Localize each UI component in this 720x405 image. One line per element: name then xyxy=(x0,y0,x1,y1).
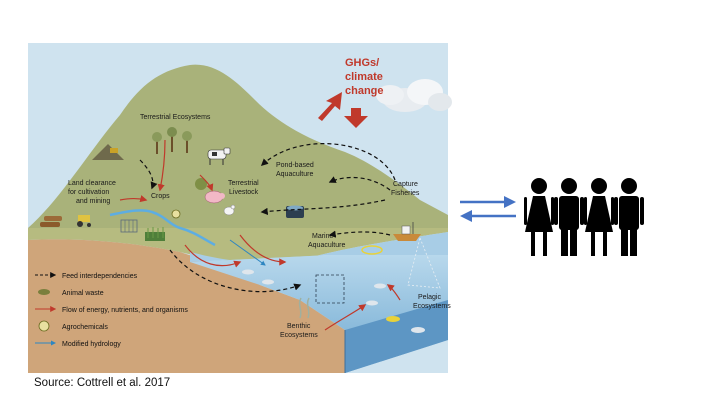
legend-item-hydrology: Modified hydrology xyxy=(35,340,121,348)
fishing-net xyxy=(407,236,441,289)
mining-icon xyxy=(92,144,124,160)
label-marine-aquaculture-2: Aquaculture xyxy=(308,242,345,249)
terrestrial-hill xyxy=(28,64,448,228)
legend: Feed interdependencies Animal waste Flow… xyxy=(35,272,188,348)
cloud-icon xyxy=(376,79,452,112)
agrochemical-icon xyxy=(38,320,50,332)
hydrology-arrow xyxy=(229,239,266,266)
person-woman-icon xyxy=(524,178,554,256)
river-hydrology xyxy=(109,209,216,247)
marine-pen-underwater xyxy=(315,274,345,304)
chicken-icon xyxy=(223,204,236,216)
logs-icon xyxy=(40,216,62,227)
source-caption: Source: Cottrell et al. 2017 xyxy=(34,377,171,389)
ghg-down-arrow-icon xyxy=(344,108,368,128)
seaweed-icon xyxy=(298,297,310,319)
label-terrestrial-ecosystems: Terrestrial Ecosystems xyxy=(140,114,211,121)
label-benthic-1: Benthic xyxy=(287,323,311,330)
agrochemical-marker-icon xyxy=(171,209,181,219)
label-capture-fisheries-2: Fisheries xyxy=(391,190,420,197)
label-crops: Crops xyxy=(151,193,170,200)
legend-item-agro: Agrochemicals xyxy=(38,320,108,332)
arrow-left-head-icon xyxy=(460,210,472,222)
legend-item-waste: Animal waste xyxy=(38,289,104,297)
person-man-icon xyxy=(614,178,644,256)
label-pelagic-1: Pelagic xyxy=(418,294,441,301)
irrigation-icon xyxy=(120,219,138,233)
tractor-icon xyxy=(77,215,91,227)
person-man-icon xyxy=(554,178,584,256)
pond-icon xyxy=(286,205,304,218)
ghg-label-line3: change xyxy=(345,85,384,97)
fishing-boat-icon xyxy=(393,222,421,241)
crops-icon xyxy=(145,227,165,241)
fish-icon xyxy=(242,269,425,333)
feed-interdependency-arrows xyxy=(139,143,396,293)
legend-label-waste: Animal waste xyxy=(62,290,104,297)
label-pelagic-2: Ecosystems xyxy=(413,303,451,310)
legend-item-feed: Feed interdependencies xyxy=(35,272,138,280)
legend-label-feed: Feed interdependencies xyxy=(62,273,138,280)
label-capture-fisheries-1: Capture xyxy=(393,181,418,188)
sea-surface xyxy=(190,232,448,263)
label-land-clearance-1: Land clearance xyxy=(68,180,116,187)
ghg-label-line1: GHGs/ xyxy=(345,57,379,69)
ghg-up-arrow-icon xyxy=(318,92,342,121)
label-benthic-2: Ecosystems xyxy=(280,332,318,339)
legend-label-agro: Agrochemicals xyxy=(62,324,108,331)
legend-item-flow: Flow of energy, nutrients, and organisms xyxy=(35,306,188,314)
arrow-right-head-icon xyxy=(504,196,516,208)
shrub-icon xyxy=(195,178,207,190)
pig-icon xyxy=(204,190,225,204)
ghg-label-line2: climate xyxy=(345,71,383,83)
sea-front-face xyxy=(345,300,448,373)
label-terrestrial-livestock-2: Livestock xyxy=(229,189,259,196)
legend-label-flow: Flow of energy, nutrients, and organisms xyxy=(62,307,188,314)
soil-layer xyxy=(28,239,345,373)
energy-flow-arrows xyxy=(119,139,401,331)
label-land-clearance-2: for cultivation xyxy=(68,189,109,196)
legend-label-hydrology: Modified hydrology xyxy=(62,341,121,348)
marine-pen-icon xyxy=(361,245,383,255)
people-group-icon xyxy=(524,178,644,256)
manure-icon xyxy=(38,289,50,295)
trees-icon xyxy=(152,127,192,154)
label-pond-aquaculture-2: Aquaculture xyxy=(276,171,313,178)
label-pond-aquaculture-1: Pond-based xyxy=(276,162,314,169)
exchange-arrows xyxy=(460,196,516,222)
person-woman-icon xyxy=(584,178,614,256)
cow-icon xyxy=(207,147,231,165)
label-terrestrial-livestock-1: Terrestrial xyxy=(228,180,259,187)
label-land-clearance-3: and mining xyxy=(76,198,110,205)
label-marine-aquaculture-1: Marine xyxy=(312,233,334,240)
